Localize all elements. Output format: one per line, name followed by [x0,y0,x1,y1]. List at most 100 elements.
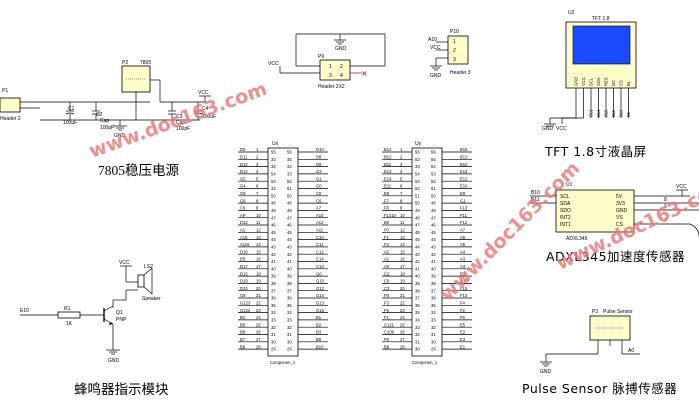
uy-inner-right: 45 [431,230,436,235]
r1-resistor [57,311,81,319]
adxl-left-pin: SDO [560,208,571,214]
ux-right-net: D8 [316,155,322,160]
uy-inner-right: 49 [431,201,436,206]
ux-inner-right: 35 [287,303,292,308]
ux-left-net: AP [240,213,246,218]
ux-left-net: G123 [240,301,251,306]
buzzer-section: VCC LS2 Speaker E10 R1 1K Q1 PNP GND [20,260,161,364]
uy-left-net: F8 [384,206,390,211]
ux-left-net: B6 [240,330,246,335]
uy-inner-right: 55 [431,157,436,162]
uy-inner-left: 37 [415,296,420,301]
uy-right-net: E1 [460,344,466,349]
uy-inner-left: 48 [415,215,420,220]
p9-header [319,59,351,81]
uy-left-net: E11 [384,184,392,189]
ux-left-net: D17 [240,264,248,269]
ux-inner-right: 52 [287,179,292,184]
adxl-ref: U1 [566,182,573,188]
adxl-caption: ADXL345加速度传感器 [546,249,685,264]
uy-left-net: B8 [384,344,390,349]
ux-inner-left: 34 [271,310,276,315]
buzzer-net: E10 [20,308,29,314]
ux-left-pin: 13 [256,235,261,240]
uy-right-net: E8 [460,191,466,196]
ux-left-net: G5 [240,176,246,181]
ux-inner-right: 50 [287,193,292,198]
uy-inner-left: 31 [415,339,420,344]
adxl-right-pin: 5V [616,194,623,200]
ux-right-net: B9 [316,337,322,342]
uy-left-net: C3 [384,286,390,291]
uy-inner-left: 34 [415,318,420,323]
uy-left-pin: 23 [400,308,405,313]
p10-pin-3: 3 [453,57,456,63]
adxl-module [555,189,635,233]
ux-inner-right: 47 [287,215,292,220]
uy-right-net: E5 [460,322,466,327]
uy-inner-right: 42 [431,252,436,257]
ux-right-net: D10 [316,147,324,152]
uy-right-net: A7 [460,228,466,233]
uy-inner-left: 44 [415,245,420,250]
ux-right-net: D9 [316,162,322,167]
uy-left-pin: 22 [400,301,405,306]
uy-inner-left: 36 [415,303,420,308]
ux-left-net: B8 [240,344,246,349]
p9-pin-1: 1 [329,64,332,70]
uy-left-net: F2 [384,242,390,247]
uy-right-net: B15 [460,147,468,152]
adxl-left-pin: INT1 [560,222,571,228]
uy-inner-right: 43 [431,245,436,250]
ux-inner-left: 33 [271,157,276,162]
ux-inner-left: 50 [271,193,276,198]
speaker-name: Speaker [142,296,161,302]
tft-pin-label: SDA [596,77,601,86]
uy-right-net: F12 [460,220,468,225]
uy-left-pin: 2 [400,155,403,160]
ux-inner-left: 45 [271,230,276,235]
ux-left-pin: 12 [256,228,261,233]
ux-right-net: B2 [316,322,322,327]
uy-right-net: F13 [460,206,468,211]
p1-ref: P1 [2,88,8,94]
ux-left-pin: 18 [256,271,261,276]
p9-noconnect-mark: × [361,69,368,78]
ux-inner-right: 40 [287,266,292,271]
c3-type: Cap [176,120,185,126]
uy-left-net: C121 [384,322,395,327]
ux-inner-right: 41 [287,259,292,264]
uy-right-net: B10 [460,162,468,167]
adxl-pin-num-8: 8 [664,197,667,203]
uy-left-net: A0 [384,264,390,269]
uy-right-net: D11 [460,271,468,276]
uy-inner-left: 52 [415,186,420,191]
ux-inner-right: 38 [287,281,292,286]
uy-left-pin: 25 [400,322,405,327]
ux-inner-right: 43 [287,245,292,250]
ux-right-net: A11 [316,228,324,233]
tft-pin-label: CS [619,80,624,86]
uy-inner-left: 42 [415,259,420,264]
uy-inner-right: 32 [431,325,436,330]
uy-left-net: F1 [384,235,390,240]
ux-inner-left: 38 [271,281,276,286]
ux-left-pin: 22 [256,301,261,306]
pulse-net: A0 [628,348,634,354]
ux-right-net: G15 [316,308,325,313]
uy-inner-right: 39 [431,274,436,279]
ux-inner-right: 31 [287,332,292,337]
uy-inner-right: 41 [431,259,436,264]
ux-left-pin: 9 [256,206,259,211]
uy-left-net: A2 [384,249,390,254]
uy-inner-right: 29 [431,347,436,352]
ux-left-net: G4 [240,184,246,189]
c1-ref: C1 [68,106,75,112]
uy-inner-right: 51 [431,186,436,191]
speaker-body [137,274,145,288]
uy-left-pin: 27 [400,337,405,342]
